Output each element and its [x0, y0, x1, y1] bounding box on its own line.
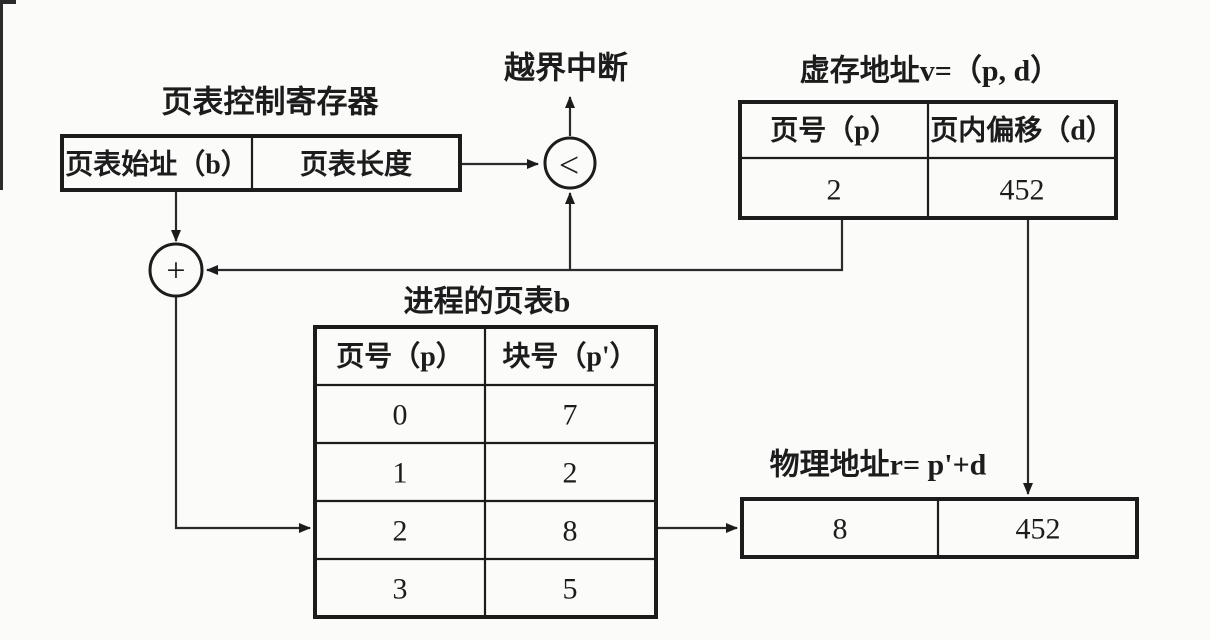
page-table-cell: 7 — [563, 399, 578, 432]
virtual-address-header-page: 页号（p） — [770, 114, 898, 147]
comparator-less-than-symbol: < — [559, 145, 579, 185]
virtual-address-header-offset: 页内偏移（d） — [930, 114, 1114, 147]
page-table-row: 0 7 — [393, 399, 578, 432]
connector-lines — [171, 96, 1033, 533]
page-table-cell: 0 — [393, 399, 408, 432]
page-table-header-page: 页号（p） — [336, 340, 464, 373]
page-table-title: 进程的页表b — [404, 286, 571, 319]
page-table-control-register: 页表控制寄存器 页表始址（b） 页表长度 — [60, 85, 462, 192]
arrow-adder-to-page-table — [174, 296, 311, 533]
physical-address-box-group: 物理地址r= p'+d 8 452 — [740, 449, 1139, 559]
scan-edge-artifact — [0, 0, 3, 190]
physical-address-block-value: 8 — [833, 513, 848, 546]
register-cell-start-label: 页表始址（b） — [65, 148, 249, 181]
page-table-header-block: 块号（p'） — [502, 340, 637, 373]
page-table-cell: 3 — [393, 573, 408, 606]
register-box — [60, 134, 462, 192]
page-table-cell: 5 — [563, 573, 578, 606]
physical-address-title: 物理地址r= p'+d — [770, 449, 987, 482]
virtual-address-table: 虚存地址v=（p, d） 页号（p） 页内偏移（d） 2 452 — [738, 54, 1118, 220]
physical-address-box — [740, 497, 1139, 559]
page-table-cell: 1 — [393, 457, 408, 490]
adder: + — [148, 242, 204, 298]
virtual-address-offset-value: 452 — [1000, 174, 1045, 207]
arrow-page-number-to-adder — [206, 218, 844, 275]
comparator-circle — [543, 136, 597, 190]
physical-address-offset-value: 452 — [1016, 513, 1061, 546]
register-title: 页表控制寄存器 — [162, 85, 380, 120]
interrupt-label: 越界中断 — [504, 51, 628, 86]
page-table-cell: 8 — [563, 515, 578, 548]
page-table-row: 1 2 — [393, 457, 578, 490]
page-table-row: 2 8 — [393, 515, 578, 548]
process-page-table: 进程的页表b 页号（p） 块号（p'） 0 7 1 2 2 8 3 5 — [313, 286, 658, 619]
page-table-row: 3 5 — [393, 573, 578, 606]
scan-edge-artifact-top — [0, 0, 16, 4]
adder-circle — [148, 242, 204, 298]
page-table-cell: 2 — [393, 515, 408, 548]
register-cell-length-label: 页表长度 — [300, 149, 412, 181]
bounds-comparator: 越界中断 < — [504, 51, 628, 190]
virtual-address-title: 虚存地址v=（p, d） — [800, 54, 1060, 88]
page-table-cell: 2 — [563, 457, 578, 490]
virtual-address-page-value: 2 — [827, 174, 842, 207]
adder-plus-symbol: + — [166, 253, 185, 290]
